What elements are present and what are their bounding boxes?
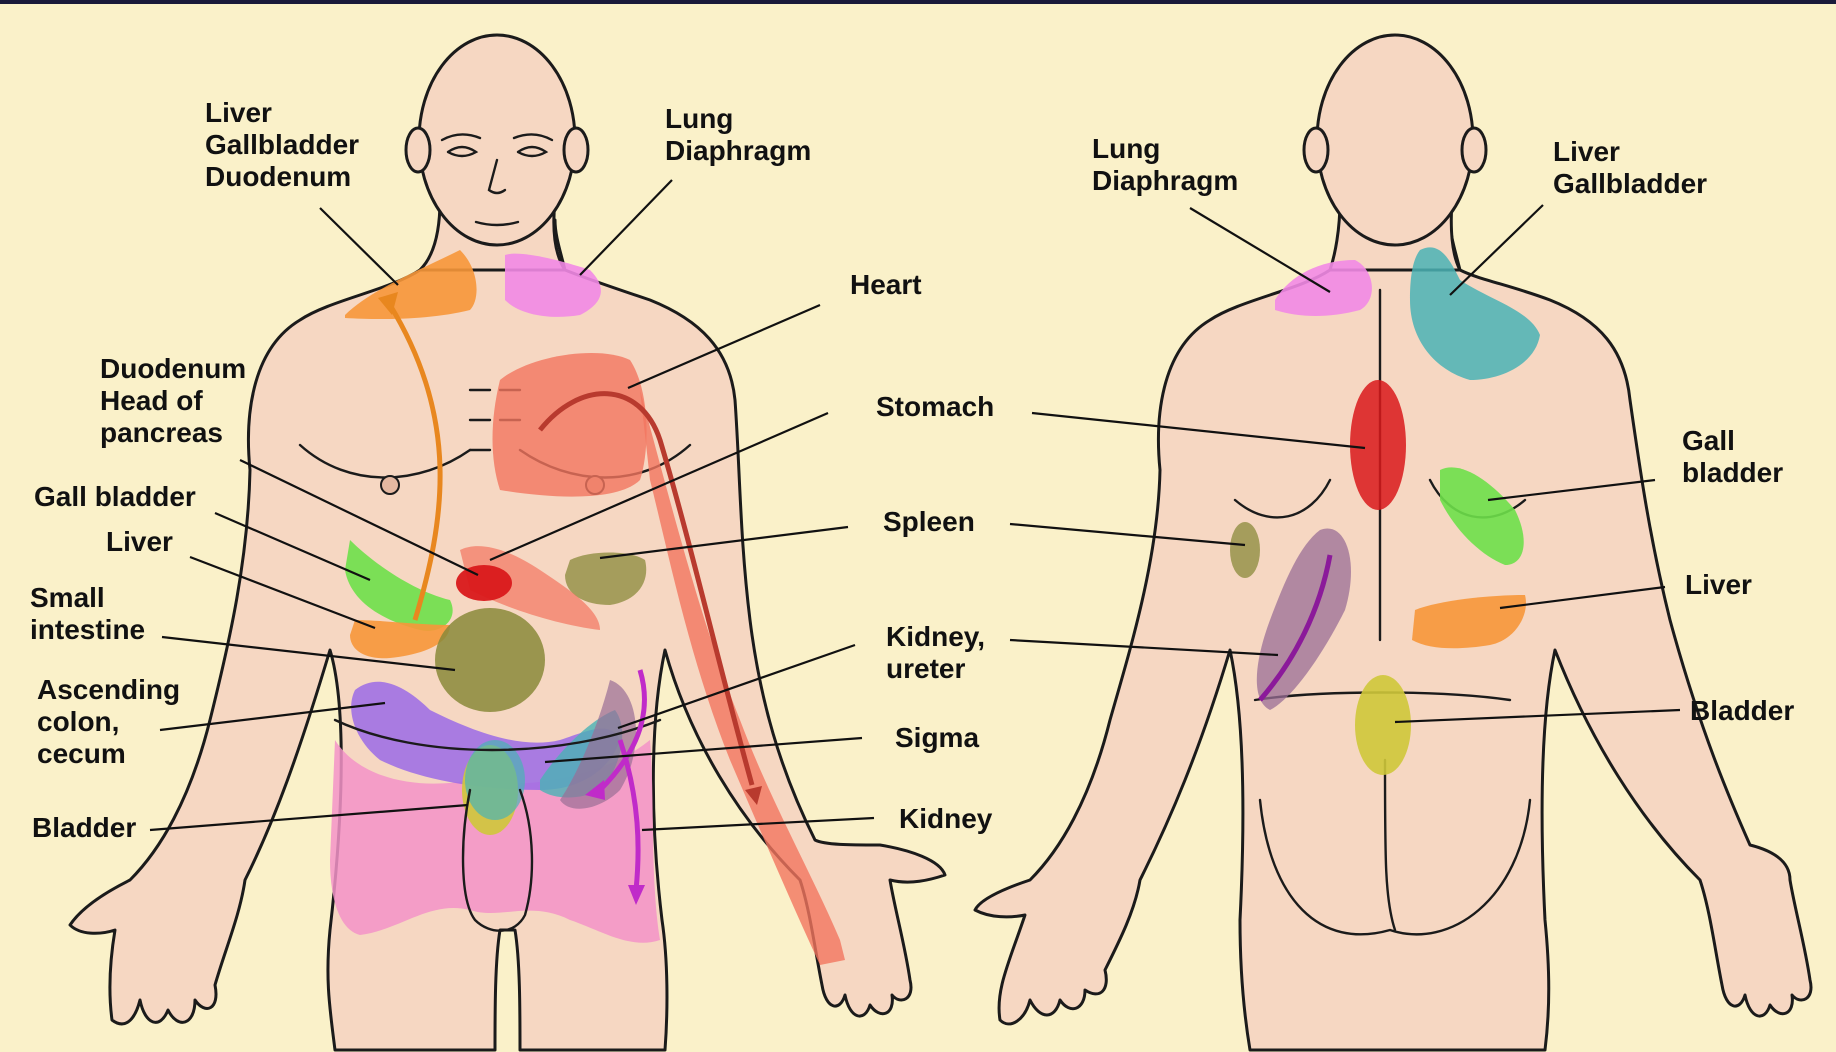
label-line: ureter [886, 653, 965, 684]
label-front-gall-bladder: Gall bladder [34, 481, 196, 512]
front-ear-left [406, 128, 430, 172]
label-line: Gall [1682, 425, 1735, 456]
zone-back-bladder [1355, 675, 1411, 775]
label-line: Heart [850, 269, 922, 300]
label-line: Duodenum [205, 161, 351, 192]
front-nipple-left [381, 476, 399, 494]
label-line: Ascending [37, 674, 180, 705]
label-line: Spleen [883, 506, 975, 537]
label-line: Liver [106, 526, 173, 557]
label-line: Lung [665, 103, 733, 134]
label-line: Kidney [899, 803, 993, 834]
label-line: cecum [37, 738, 126, 769]
label-line: Stomach [876, 391, 994, 422]
label-line: bladder [1682, 457, 1783, 488]
back-head [1317, 35, 1473, 245]
label-line: Liver [205, 97, 272, 128]
label-back-bladder: Bladder [1690, 695, 1794, 726]
label-front-spleen: Spleen [883, 506, 975, 537]
label-line: colon, [37, 706, 119, 737]
label-line: Bladder [1690, 695, 1794, 726]
label-front-liver: Liver [106, 526, 173, 557]
label-line: Duodenum [100, 353, 246, 384]
label-line: Head of [100, 385, 203, 416]
zone-back-spleen [1230, 522, 1260, 578]
label-front-kidney: Kidney [899, 803, 993, 834]
zone-front-heart [493, 353, 647, 497]
label-line: Gallbladder [205, 129, 359, 160]
label-line: Liver [1685, 569, 1752, 600]
label-line: Diaphragm [665, 135, 811, 166]
label-line: Kidney, [886, 621, 985, 652]
panel-frame-top [0, 0, 1836, 4]
label-back-liver: Liver [1685, 569, 1752, 600]
zone-back-stomach [1350, 380, 1406, 510]
label-line: Sigma [895, 722, 979, 753]
label-line: Diaphragm [1092, 165, 1238, 196]
label-front-stomach: Stomach [876, 391, 994, 422]
label-line: intestine [30, 614, 145, 645]
label-line: Bladder [32, 812, 136, 843]
zone-front-bladder-teal [465, 740, 525, 820]
label-line: Gall bladder [34, 481, 196, 512]
zone-front-duodenum [456, 565, 512, 601]
label-front-bladder: Bladder [32, 812, 136, 843]
label-line: Gallbladder [1553, 168, 1707, 199]
label-line: Lung [1092, 133, 1160, 164]
back-ear-right [1462, 128, 1486, 172]
back-ear-left [1304, 128, 1328, 172]
label-front-heart: Heart [850, 269, 922, 300]
label-line: Liver [1553, 136, 1620, 167]
label-front-sigma: Sigma [895, 722, 979, 753]
front-ear-right [564, 128, 588, 172]
label-line: pancreas [100, 417, 223, 448]
label-line: Small [30, 582, 105, 613]
zone-front-small-intestine [435, 608, 545, 712]
